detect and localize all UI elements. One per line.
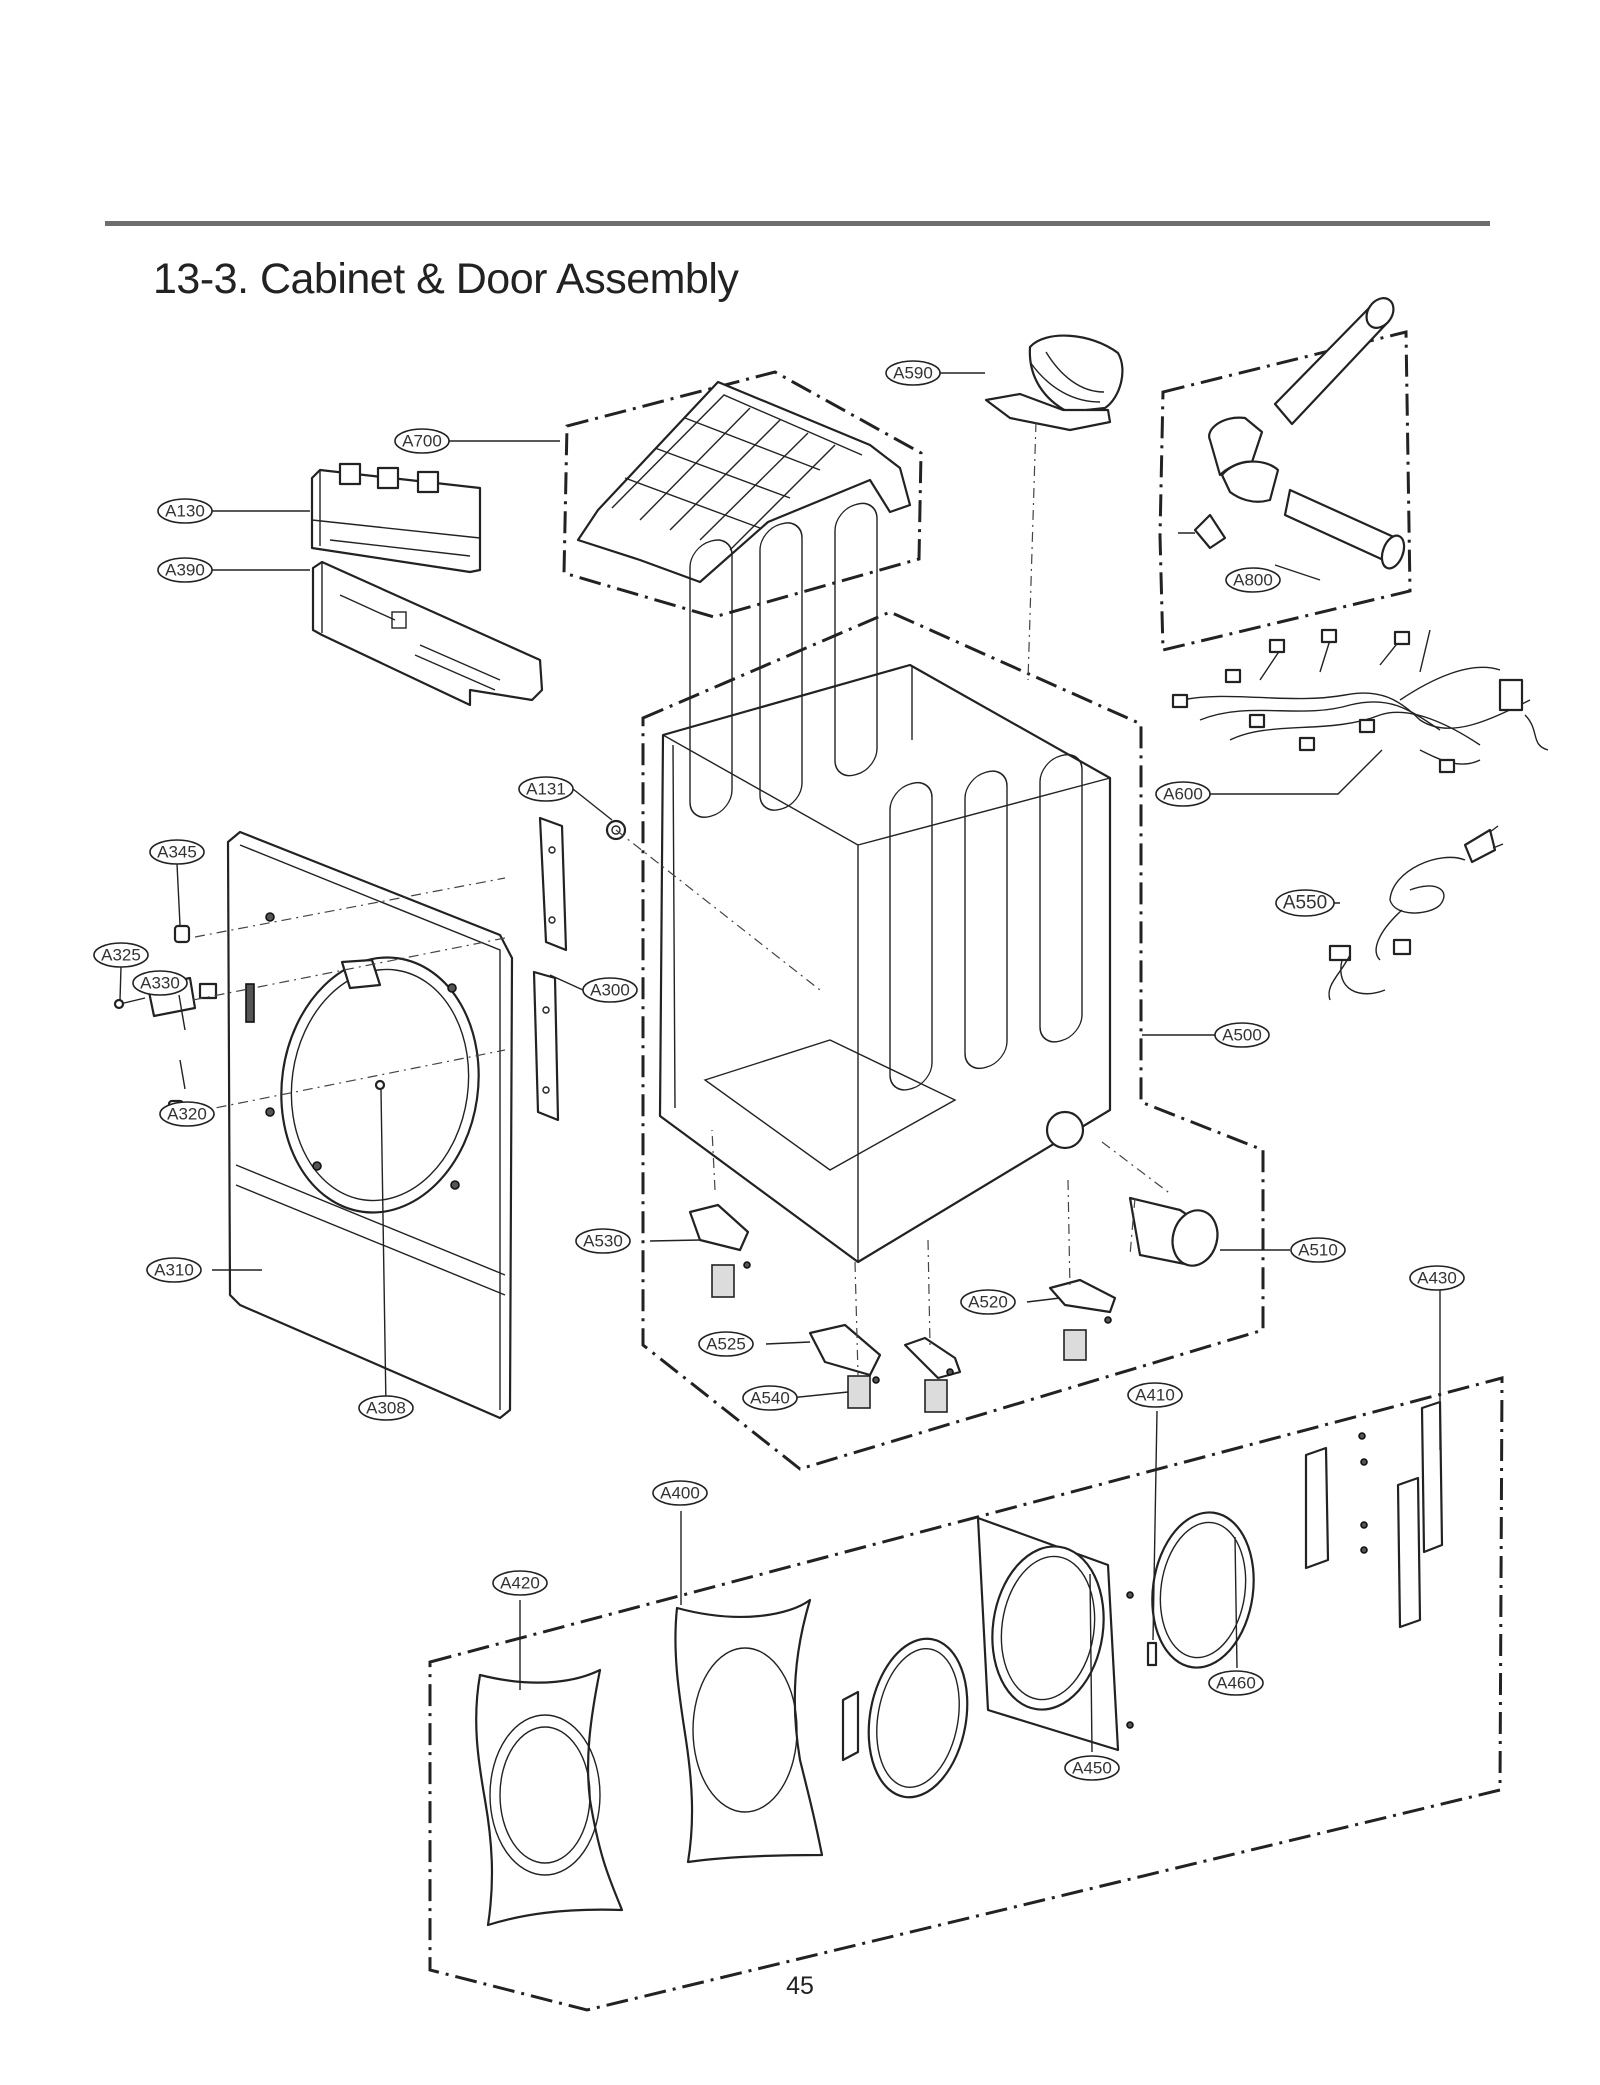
label-a131: A131 <box>518 776 574 802</box>
part-a308 <box>374 1079 386 1091</box>
part-a525 <box>808 1323 962 1380</box>
part-a400 <box>674 1598 824 1864</box>
part-a300 <box>532 816 568 1122</box>
part-door-liner <box>867 1637 969 1799</box>
label-a400: A400 <box>652 1480 708 1506</box>
part-a410 <box>1126 1591 1158 1729</box>
svg-text:A325: A325 <box>101 946 141 965</box>
part-a800 <box>1178 297 1406 570</box>
label-a460: A460 <box>1208 1670 1264 1696</box>
svg-text:A130: A130 <box>165 502 205 521</box>
label-a308: A308 <box>358 1395 414 1421</box>
page-number: 45 <box>786 1972 814 2000</box>
label-a600: A600 <box>1155 781 1211 807</box>
label-a330: A330 <box>132 970 188 996</box>
part-a540 <box>847 1368 954 1413</box>
frame-cabinet <box>641 610 1265 1471</box>
part-a430 <box>1304 1400 1444 1629</box>
part-a345 <box>173 924 191 944</box>
svg-text:A345: A345 <box>157 843 197 862</box>
label-a800: A800 <box>1225 567 1281 593</box>
svg-text:A540: A540 <box>750 1389 790 1408</box>
svg-text:A590: A590 <box>893 364 933 383</box>
svg-text:A390: A390 <box>165 561 205 580</box>
label-a430: A430 <box>1409 1265 1465 1291</box>
label-a530: A530 <box>575 1228 631 1254</box>
label-a130: A130 <box>157 498 213 524</box>
frame-duct <box>1158 330 1412 652</box>
svg-text:A300: A300 <box>590 981 630 1000</box>
label-a510: A510 <box>1290 1237 1346 1263</box>
svg-text:A460: A460 <box>1216 1674 1256 1693</box>
part-a590 <box>984 334 1124 432</box>
svg-text:A430: A430 <box>1417 1269 1457 1288</box>
label-a540: A540 <box>742 1385 798 1411</box>
svg-text:A800: A800 <box>1233 571 1273 590</box>
label-a420: A420 <box>492 1570 548 1596</box>
part-a325 <box>113 997 146 1010</box>
label-a390: A390 <box>157 557 213 583</box>
part-a520 <box>1048 1278 1117 1361</box>
label-a500: A500 <box>1214 1022 1270 1048</box>
part-a500-cabinet <box>658 502 1112 1264</box>
frame-door <box>428 1376 1504 2012</box>
frame-top-plate <box>562 370 923 619</box>
svg-text:A410: A410 <box>1135 1386 1175 1405</box>
label-a310: A310 <box>146 1257 202 1283</box>
svg-text:A400: A400 <box>660 1484 700 1503</box>
part-a530 <box>688 1203 751 1298</box>
part-a460 <box>1151 1511 1255 1669</box>
part-a390 <box>311 560 544 707</box>
label-a300: A300 <box>582 977 638 1003</box>
label-a525: A525 <box>698 1331 754 1357</box>
svg-text:A510: A510 <box>1298 1241 1338 1260</box>
part-a550 <box>1328 825 1504 1001</box>
svg-text:A450: A450 <box>1072 1759 1112 1778</box>
top-rule <box>105 221 1490 226</box>
part-a400-latch <box>841 1690 860 1762</box>
svg-text:A131: A131 <box>526 780 566 799</box>
page-title: 13-3. Cabinet & Door Assembly <box>153 255 739 303</box>
svg-text:A320: A320 <box>167 1105 207 1124</box>
svg-text:A500: A500 <box>1222 1026 1262 1045</box>
label-a325: A325 <box>93 942 149 968</box>
label-a320: A320 <box>159 1101 215 1127</box>
label-a410: A410 <box>1127 1382 1183 1408</box>
part-a310 <box>226 830 514 1420</box>
svg-text:A420: A420 <box>500 1574 540 1593</box>
label-a450: A450 <box>1064 1755 1120 1781</box>
svg-text:A700: A700 <box>402 432 442 451</box>
part-a600 <box>1171 628 1549 774</box>
label-a520: A520 <box>960 1289 1016 1315</box>
svg-text:A310: A310 <box>154 1261 194 1280</box>
svg-text:A600: A600 <box>1163 785 1203 804</box>
label-a590: A590 <box>885 360 941 386</box>
part-a510 <box>1128 1196 1219 1267</box>
svg-text:A520: A520 <box>968 1293 1008 1312</box>
svg-text:A525: A525 <box>706 1335 746 1354</box>
svg-text:A530: A530 <box>583 1232 623 1251</box>
label-a345: A345 <box>149 839 205 865</box>
part-a420 <box>475 1668 624 1927</box>
part-a450 <box>976 1516 1120 1752</box>
svg-text:A330: A330 <box>140 974 180 993</box>
label-a700: A700 <box>394 428 450 454</box>
svg-text:A550: A550 <box>1283 893 1327 914</box>
label-a550: A550 <box>1275 889 1335 917</box>
svg-text:A308: A308 <box>366 1399 406 1418</box>
part-a700 <box>576 380 912 584</box>
part-a130 <box>310 462 482 574</box>
